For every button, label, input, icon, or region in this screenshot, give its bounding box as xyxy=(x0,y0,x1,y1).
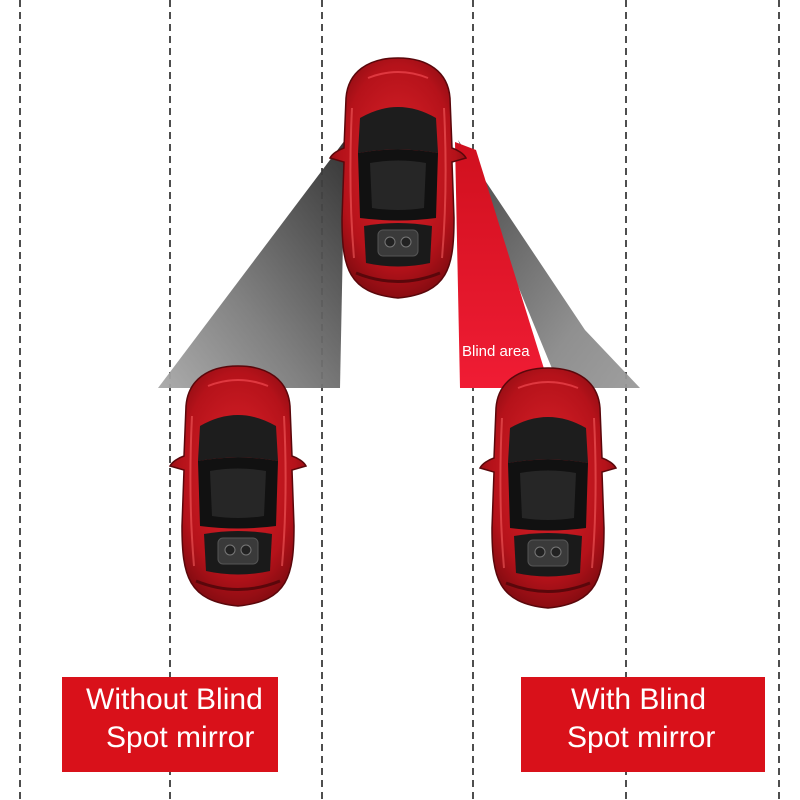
caption-line: With Blind xyxy=(571,683,707,716)
caption-line: Without Blind xyxy=(86,683,263,716)
caption-line: Spot mirror xyxy=(567,721,716,754)
with-mirror-caption: With Blind Spot mirror xyxy=(521,677,765,772)
car-icon xyxy=(478,366,618,610)
right-mirror-view-area xyxy=(458,140,640,388)
caption-line: Spot mirror xyxy=(106,721,255,754)
lane-lines xyxy=(19,0,780,800)
without-mirror-caption: Without Blind Spot mirror xyxy=(62,677,278,772)
car-icon xyxy=(328,56,468,300)
blind-area-zone xyxy=(455,142,550,388)
car-icon xyxy=(168,364,308,608)
blind-area-label: Blind area xyxy=(462,343,530,360)
left-mirror-view-area xyxy=(158,140,345,388)
